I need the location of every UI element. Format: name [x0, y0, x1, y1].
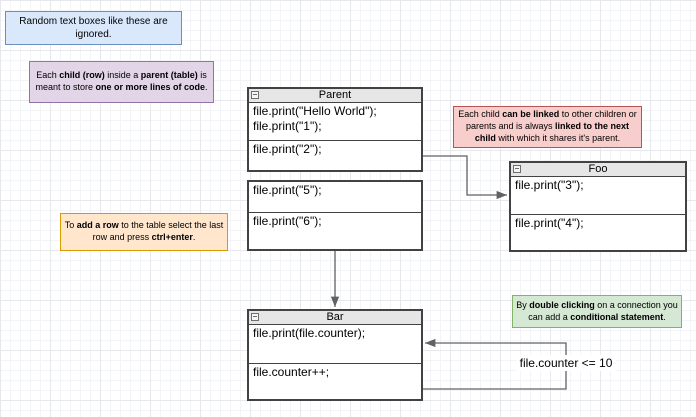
table-parent-row-2[interactable]: file.print("5");	[249, 182, 421, 212]
table-parent-row-1[interactable]: file.print("2");	[249, 140, 421, 170]
edge-condition-label[interactable]: file.counter <= 10	[516, 355, 616, 371]
note-add-row[interactable]: To add a row to the table select the las…	[60, 213, 228, 251]
note-text: To add a row to the table select the las…	[64, 220, 224, 242]
note-conditional-statement[interactable]: By double clicking on a connection you c…	[512, 295, 682, 328]
table-parent[interactable]: Parent file.print("Hello World"); file.p…	[247, 87, 423, 172]
table-bar-row-1[interactable]: file.counter++;	[249, 363, 421, 399]
code-line: file.print("5");	[253, 183, 322, 197]
table-title: Bar	[326, 311, 344, 323]
edge-parent-to-foo[interactable]	[423, 155, 507, 200]
code-line: file.print("2");	[253, 142, 322, 156]
note-random-text-boxes[interactable]: Random text boxes like these are ignored…	[5, 11, 182, 45]
collapse-icon[interactable]	[251, 91, 259, 99]
note-text: Each child (row) inside a parent (table)…	[35, 70, 208, 92]
table-foo-header[interactable]: Foo	[511, 163, 685, 177]
table-bar-header[interactable]: Bar	[249, 311, 421, 325]
table-foo-row-0[interactable]: file.print("3");	[511, 177, 685, 214]
table-parent-row-0[interactable]: file.print("Hello World"); file.print("1…	[249, 103, 421, 140]
note-child-row-parent-table[interactable]: Each child (row) inside a parent (table)…	[29, 61, 214, 103]
collapse-icon[interactable]	[513, 165, 521, 173]
table-foo[interactable]: Foo file.print("3"); file.print("4");	[509, 161, 687, 252]
table-bar[interactable]: Bar file.print(file.counter); file.count…	[247, 309, 423, 401]
note-text: Random text boxes like these are ignored…	[19, 15, 168, 40]
table-parent-group-2[interactable]: file.print("5"); file.print("6");	[247, 180, 423, 251]
code-line: file.counter++;	[253, 365, 330, 379]
note-linking-children[interactable]: Each child can be linked to other childr…	[453, 106, 642, 148]
code-line: file.print("3");	[515, 178, 584, 192]
table-title: Foo	[588, 163, 608, 175]
code-line: file.print("6");	[253, 214, 322, 228]
code-line: file.print(file.counter);	[253, 326, 366, 340]
code-line: file.print("4");	[515, 216, 584, 230]
table-foo-row-1[interactable]: file.print("4");	[511, 214, 685, 250]
note-text: By double clicking on a connection you c…	[516, 299, 678, 322]
table-title: Parent	[318, 89, 352, 101]
collapse-icon[interactable]	[251, 313, 259, 321]
table-parent-header[interactable]: Parent	[249, 89, 421, 103]
note-text: Each child can be linked to other childr…	[458, 109, 637, 143]
code-line: file.print("Hello World"); file.print("1…	[253, 104, 377, 133]
table-parent-row-3[interactable]: file.print("6");	[249, 212, 421, 249]
table-bar-row-0[interactable]: file.print(file.counter);	[249, 325, 421, 363]
